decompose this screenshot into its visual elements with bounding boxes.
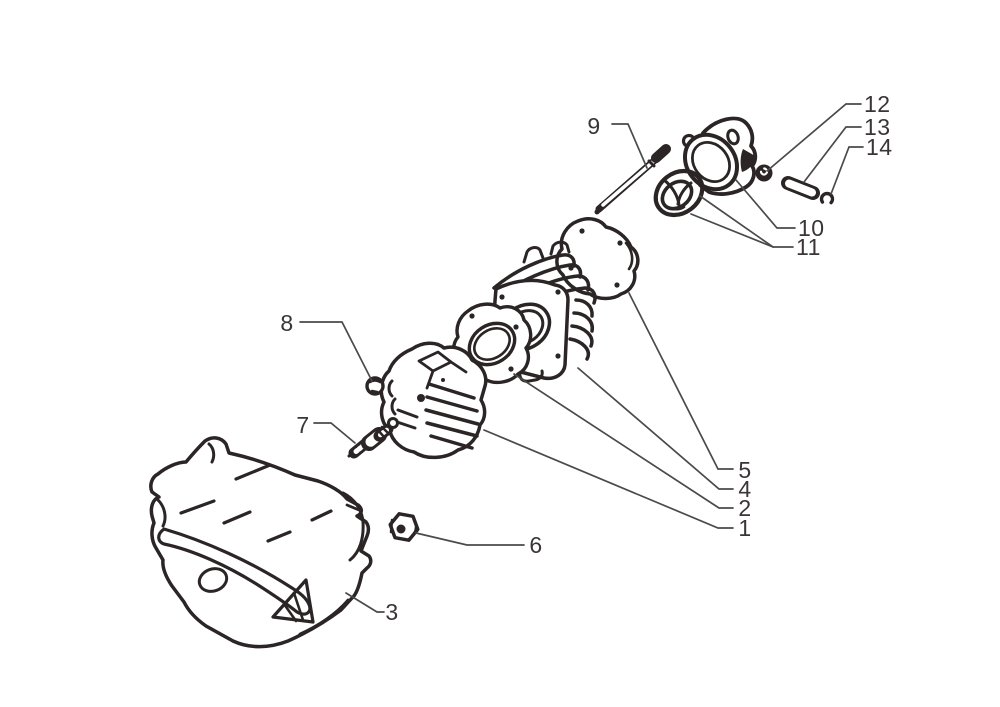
callout-7: 7: [296, 412, 309, 438]
cover-vent: [271, 578, 315, 624]
cover-band: [157, 527, 312, 616]
callout-10: 10: [798, 215, 825, 241]
callout-4: 4: [738, 476, 751, 502]
part-11-piston-rings: [653, 168, 705, 218]
head-fin: [429, 434, 474, 450]
callout-8: 8: [280, 310, 293, 336]
callout-12: 12: [864, 91, 891, 117]
callout-5: 5: [738, 457, 751, 483]
piston-pin-hole: [726, 128, 740, 146]
head-fin: [424, 408, 480, 426]
leader-13: [803, 126, 862, 183]
parts-artwork: [149, 116, 835, 649]
gasket-hole-inner: [473, 327, 511, 361]
plug-terminal: [387, 417, 399, 429]
cylinder-fin-edge: [570, 324, 594, 348]
head-fin: [396, 408, 419, 419]
callout-3: 3: [385, 599, 398, 625]
part-8-grommet: [365, 376, 385, 396]
leader-6: [415, 532, 525, 546]
leader-11b: [690, 213, 774, 248]
part-5-cover-plate: [555, 217, 640, 301]
part-3-engine-cover: [149, 436, 373, 649]
leader-3: [345, 592, 385, 613]
leader-1: [483, 429, 734, 529]
callout-9: 9: [587, 113, 600, 139]
leader-11: [699, 195, 794, 248]
cover-dash: [310, 509, 333, 522]
leader-lines: [299, 103, 864, 613]
piston-skirt-notch: [740, 149, 757, 172]
part-10-piston: [682, 116, 758, 196]
callout-1: 1: [738, 515, 751, 541]
leader-2: [513, 373, 734, 509]
part-9-stud: [594, 144, 671, 215]
part-1-cylinder-head: [379, 341, 488, 460]
cylinder-fin-edge: [568, 337, 590, 361]
callout-14: 14: [866, 134, 893, 160]
cylinder-fin-edge: [572, 311, 594, 333]
part-6-nut: [388, 512, 420, 542]
leader-7: [313, 422, 356, 444]
leader-4: [577, 367, 734, 490]
leader-5: [628, 292, 734, 470]
leader-10: [735, 179, 796, 229]
cover-dash: [234, 463, 272, 481]
callout-2: 2: [738, 495, 751, 521]
leader-14: [830, 146, 864, 195]
head-fin: [395, 420, 417, 430]
part-12-circlip: [755, 164, 773, 182]
callout-11: 11: [796, 234, 821, 260]
cover-dash: [266, 530, 292, 543]
callout-13: 13: [864, 114, 891, 140]
part-14-retaining-clip: [819, 191, 835, 207]
part-7-spark-plug: [347, 417, 399, 459]
leader-8: [299, 321, 373, 382]
head-fin: [425, 421, 479, 438]
cover-dash: [222, 510, 252, 525]
head-fin: [425, 395, 479, 413]
head-fin: [427, 382, 476, 400]
callout-labels: 9 12 13 14 10 11 5 4 2 1 6 3 7 8: [280, 91, 892, 625]
part-13-piston-pin: [781, 176, 820, 200]
callout-6: 6: [529, 532, 542, 558]
leader-12: [766, 103, 862, 172]
cylinder-fin-edge: [574, 298, 594, 318]
leader-9: [611, 123, 648, 169]
cylinder-fin: [492, 253, 576, 290]
cover-dash: [179, 499, 216, 515]
